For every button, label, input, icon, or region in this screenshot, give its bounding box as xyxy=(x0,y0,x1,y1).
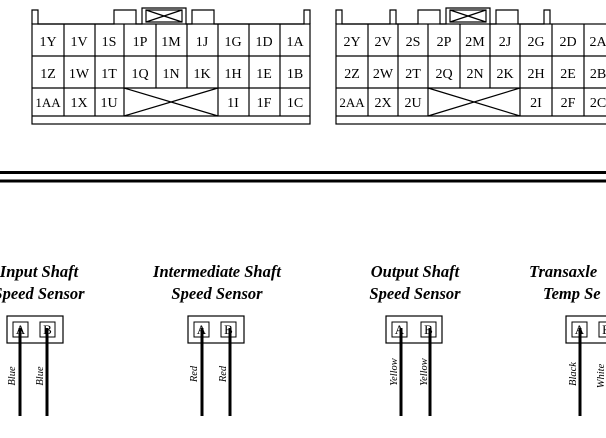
sensor-title-line-1: Input Shaft xyxy=(0,262,79,281)
pin-label: 1H xyxy=(224,67,241,82)
connector-body xyxy=(335,23,606,125)
wire-b-color: Yellow xyxy=(419,358,430,386)
pin-label: 1A xyxy=(286,35,304,50)
pin-label: 2C xyxy=(590,96,606,111)
sensor-title-line-1: Intermediate Shaft xyxy=(152,262,281,281)
sensor-title-line-1: Output Shaft xyxy=(371,262,460,281)
wire-a-color: Blue xyxy=(7,366,18,386)
sensor-connector xyxy=(565,315,606,344)
connector-1 xyxy=(31,7,311,125)
sensor-title-line-2: Speed Sensor xyxy=(0,284,85,303)
section-separator xyxy=(0,171,606,183)
pin-label: 1V xyxy=(70,35,87,50)
wire-b-color: Red xyxy=(218,365,229,383)
pin-label: 1T xyxy=(101,67,117,82)
pin-label: 1AA xyxy=(35,95,61,110)
pin-label: 1D xyxy=(255,35,272,50)
pin-label: 2I xyxy=(530,96,542,111)
wire-a-color: Red xyxy=(189,365,200,383)
pin-label: 2Y xyxy=(343,35,360,50)
pin-label: 2Q xyxy=(435,67,452,82)
wire-a-color: Yellow xyxy=(389,358,400,386)
pin-label: 1I xyxy=(227,96,239,111)
connector-2 xyxy=(335,7,606,125)
connector-2-pins: 2Y 2V 2S 2P 2M 2J 2G 2D 2A 2Z 2W 2T 2Q 2… xyxy=(339,35,606,111)
pin-label: 1N xyxy=(162,67,179,82)
pin-label: 1U xyxy=(100,96,117,111)
wire-b-color: White xyxy=(596,363,606,388)
pin-label: 2T xyxy=(405,67,421,82)
connector-top-latch xyxy=(31,7,311,25)
pin-label: 1C xyxy=(287,96,303,111)
wire-a-color: Black xyxy=(568,362,579,386)
connector-1-pins: 1Y 1V 1S 1P 1M 1J 1G 1D 1A 1Z 1W 1T 1Q 1… xyxy=(35,35,304,111)
pin-label: 1Q xyxy=(131,67,148,82)
pin-label: 2D xyxy=(559,35,576,50)
pin-label: 1J xyxy=(196,35,209,50)
pin-label: 2S xyxy=(406,35,421,50)
pin-label: 1S xyxy=(102,35,117,50)
pin-label: 2F xyxy=(561,96,576,111)
sensor-title-line-2: Temp Se xyxy=(543,284,601,303)
pin-label: 1Y xyxy=(39,35,56,50)
pin-label: 2H xyxy=(527,67,544,82)
sensor-title-line-2: Speed Sensor xyxy=(171,284,263,303)
pin-label: 2P xyxy=(437,35,452,50)
connector-top-latch xyxy=(335,7,551,25)
pin-label: 1F xyxy=(257,96,272,111)
intermediate-shaft-speed-sensor: Intermediate Shaft Speed Sensor A B Red … xyxy=(152,262,281,416)
pin-label: 2B xyxy=(590,67,606,82)
wire-b-color: Blue xyxy=(35,366,46,386)
pin-label: 1W xyxy=(69,67,90,82)
sensor-connector xyxy=(6,315,64,344)
output-shaft-speed-sensor: Output Shaft Speed Sensor A B Yellow Yel… xyxy=(369,262,461,416)
terminal-b-label: B xyxy=(602,322,606,337)
pin-label: 2G xyxy=(527,35,544,50)
pin-label: 1E xyxy=(256,67,272,82)
pin-label: 1M xyxy=(161,35,181,50)
pin-label: 2A xyxy=(589,35,606,50)
pin-label: 1P xyxy=(133,35,148,50)
sensor-connector xyxy=(187,315,245,344)
pin-label: 2Z xyxy=(344,67,360,82)
pin-label: 1B xyxy=(287,67,303,82)
pin-label: 2V xyxy=(374,35,391,50)
connector-key xyxy=(449,9,487,23)
pin-label: 1X xyxy=(70,96,87,111)
pin-label: 2W xyxy=(373,67,394,82)
terminal-b xyxy=(598,321,606,338)
pin-label: 2N xyxy=(466,67,483,82)
pin-label: 2J xyxy=(499,35,512,50)
pin-label: 2U xyxy=(404,96,421,111)
pin-label: 1K xyxy=(193,67,210,82)
connector-key xyxy=(145,9,183,23)
connector-body xyxy=(31,23,311,125)
pin-label: 2K xyxy=(496,67,513,82)
pin-label: 2E xyxy=(560,67,576,82)
sensor-connector xyxy=(385,315,443,344)
pin-label: 2X xyxy=(374,96,391,111)
sensor-title-line-2: Speed Sensor xyxy=(369,284,461,303)
input-shaft-speed-sensor: Input Shaft Speed Sensor A B Blue Blue xyxy=(0,262,85,416)
pin-label: 2M xyxy=(465,35,485,50)
sensor-title-line-1: Transaxle xyxy=(529,262,597,281)
pin-label: 2AA xyxy=(339,95,365,110)
pin-label: 1Z xyxy=(40,67,56,82)
pin-label: 1G xyxy=(224,35,241,50)
transaxle-temp-sensor: Transaxle Temp Se A B Black White xyxy=(529,262,606,416)
